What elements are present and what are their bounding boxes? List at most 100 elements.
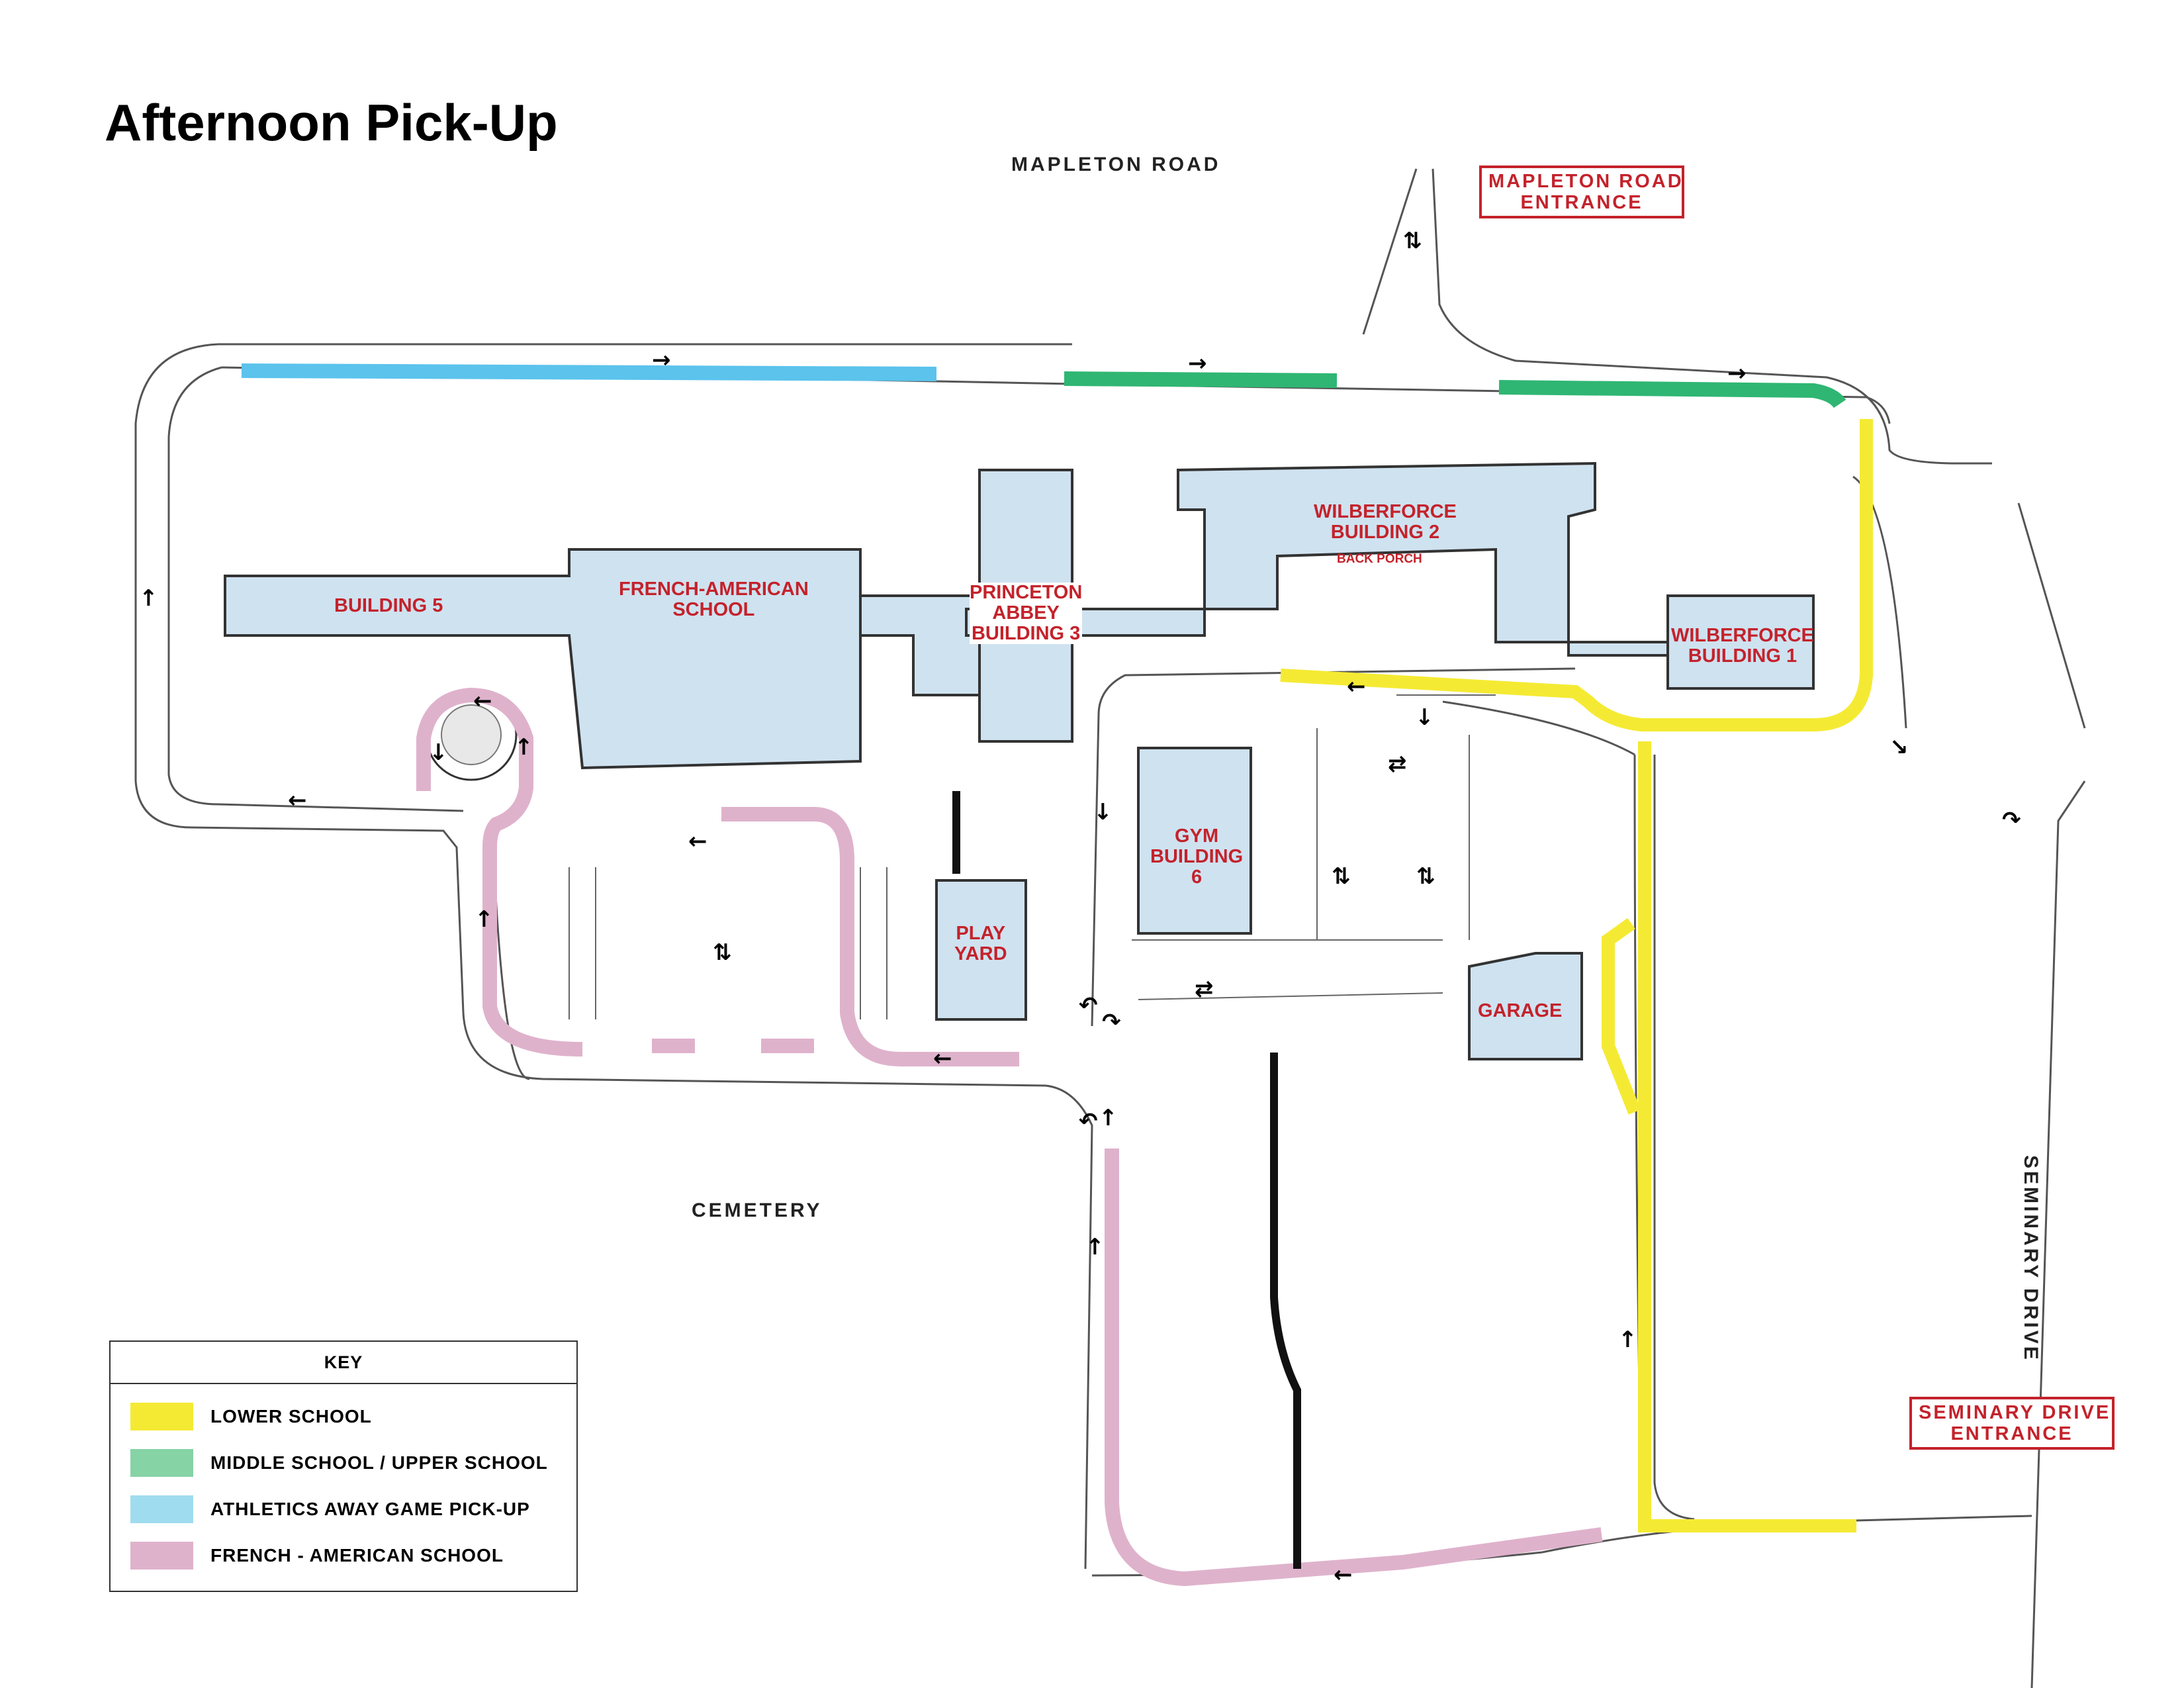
arrow-left: ←: [1347, 673, 1366, 700]
arrow-two-way: ⇄: [1388, 751, 1407, 777]
arrow-two-way: ⇅: [1403, 228, 1422, 254]
arrow-turn: ↷: [2002, 807, 2021, 833]
route-lower-school-north: [1280, 419, 1873, 731]
entrance-line: ENTRANCE: [1950, 1423, 2073, 1444]
arrow-right: →: [1727, 360, 1747, 387]
label-back-porch: BACK PORCH: [1337, 552, 1422, 566]
east-parking: [2017, 502, 2086, 729]
arrow-diagonal: ↘: [1889, 734, 1909, 761]
arrow-right: →: [1188, 350, 1207, 377]
road-inner-west: [167, 437, 464, 812]
east-road-inner: [1653, 755, 1695, 1521]
play-yard-shape: [935, 879, 1027, 1021]
arrow-turn: ↷: [1102, 1009, 1121, 1035]
garage-shape: [1468, 952, 1583, 1060]
arrow-up: ↑: [514, 734, 533, 761]
label-garage: GARAGE: [1478, 1001, 1562, 1021]
connector-wilberforce: [1567, 641, 1676, 657]
key-title: KEY: [111, 1342, 576, 1384]
gym-road-north: [1097, 667, 1576, 716]
key-item-french-american: FRENCH - AMERICAN SCHOOL: [130, 1540, 504, 1571]
map-key: KEY LOWER SCHOOL MIDDLE SCHOOL / UPPER S…: [109, 1340, 578, 1592]
seminary-entrance-sign: SEMINARY DRIVE ENTRANCE: [1909, 1397, 2115, 1450]
key-swatch: [130, 1449, 193, 1477]
entrance-line: SEMINARY DRIVE: [1919, 1402, 2111, 1423]
key-swatch: [130, 1542, 193, 1570]
label-building-5: BUILDING 5: [334, 596, 443, 616]
traffic-arrows: → → → ↑ ← ← ← ← ← ← ↑ ↓ ↑ ↑ ↑ ↓ ↓ ⇄ ⇄ ⇅ …: [139, 228, 2021, 1588]
route-lower-school-garage: [1602, 917, 1641, 1115]
arrow-turn: ↶: [1079, 992, 1098, 1019]
key-item-athletics: ATHLETICS AWAY GAME PICK-UP: [130, 1494, 530, 1524]
label-french-american-school: FRENCH-AMERICAN SCHOOL: [619, 579, 809, 620]
key-label: FRENCH - AMERICAN SCHOOL: [210, 1545, 504, 1566]
mapleton-drive-east: [1432, 168, 1992, 465]
map-title: Afternoon Pick-Up: [105, 93, 558, 152]
arrow-right: →: [652, 347, 671, 373]
entrance-line: MAPLETON ROAD: [1488, 171, 1684, 192]
arrow-turn: ↶: [1079, 1108, 1098, 1135]
label-wilberforce-2: WILBERFORCE BUILDING 2: [1314, 502, 1457, 543]
arrow-left: ←: [473, 688, 492, 714]
key-label: MIDDLE SCHOOL / UPPER SCHOOL: [210, 1452, 548, 1473]
key-swatch: [130, 1495, 193, 1523]
label-line: YARD: [954, 943, 1007, 964]
road-label-seminary: SEMINARY DRIVE: [2020, 1155, 2042, 1362]
key-item-lower-school: LOWER SCHOOL: [130, 1401, 372, 1432]
label-princeton-abbey: PRINCETON ABBEY BUILDING 3: [970, 582, 1083, 644]
arrow-down: ↓: [429, 739, 448, 766]
circle-dropoff: [425, 688, 518, 781]
key-swatch: [130, 1403, 193, 1430]
arrow-up: ↑: [1085, 1234, 1105, 1260]
route-middle-upper-b: [1498, 380, 1846, 408]
arrow-left: ←: [933, 1045, 952, 1072]
gym-road-east: [1442, 700, 1635, 756]
label-line: BUILDING 3: [971, 623, 1081, 644]
gym-shape: [1137, 747, 1252, 935]
mapleton-drive-west: [1362, 168, 1418, 335]
label-gym-building-6: GYM BUILDING 6: [1150, 826, 1243, 888]
label-line: PRINCETON: [970, 582, 1083, 603]
connector-west: [859, 594, 981, 696]
road-north-east: [1071, 383, 1891, 424]
label-line: GYM: [1175, 825, 1219, 847]
label-line: WILBERFORCE: [1671, 625, 1814, 646]
wilberforce-1-shape: [1666, 594, 1815, 690]
walkway: [1270, 1053, 1301, 1569]
arrow-up: ↑: [1099, 1105, 1118, 1131]
road-label-mapleton: MAPLETON ROAD: [1011, 154, 1221, 175]
label-line: 6: [1191, 867, 1203, 888]
arrow-two-way: ⇅: [1416, 863, 1435, 890]
label-line: BUILDING: [1150, 846, 1244, 867]
key-label: ATHLETICS AWAY GAME PICK-UP: [210, 1499, 530, 1519]
arrow-two-way: ⇅: [713, 939, 732, 966]
building-5-and-french-american-shape: [224, 548, 862, 770]
label-play-yard: PLAY YARD: [954, 923, 1007, 964]
label-line: WILBERFORCE: [1314, 501, 1457, 522]
label-wilberforce-1: WILBERFORCE BUILDING 1: [1671, 626, 1814, 667]
entrance-line: ENTRANCE: [1520, 192, 1643, 213]
route-french-american-south: [1105, 1149, 1603, 1587]
arrow-two-way: ⇅: [1332, 863, 1351, 890]
arrow-down: ↓: [1415, 704, 1434, 731]
road-outer-west: [134, 343, 1093, 1570]
route-french-american-west: [416, 687, 583, 1056]
parking-stalls: [569, 694, 1496, 1019]
gym-road-west: [1091, 714, 1100, 1027]
arrow-left: ←: [1334, 1562, 1353, 1588]
arrow-up: ↑: [475, 906, 494, 933]
arrow-up: ↑: [1618, 1327, 1637, 1353]
label-line: BUILDING 1: [1688, 645, 1797, 667]
arrow-left: ←: [688, 828, 707, 855]
label-line: ABBEY: [992, 602, 1060, 624]
route-lower-school-east: [1638, 741, 1856, 1532]
label-line: GARAGE: [1478, 1000, 1563, 1021]
label-line: FRENCH-AMERICAN: [619, 579, 809, 600]
arrow-left: ←: [288, 787, 307, 814]
route-french-american-lot: [721, 807, 1019, 1066]
pickup-routes: [241, 363, 1873, 1587]
road-label-cemetery: CEMETERY: [692, 1199, 823, 1221]
arrow-two-way: ⇄: [1195, 976, 1214, 1002]
label-line: PLAY: [956, 923, 1006, 944]
label-line: BUILDING 5: [334, 595, 443, 616]
